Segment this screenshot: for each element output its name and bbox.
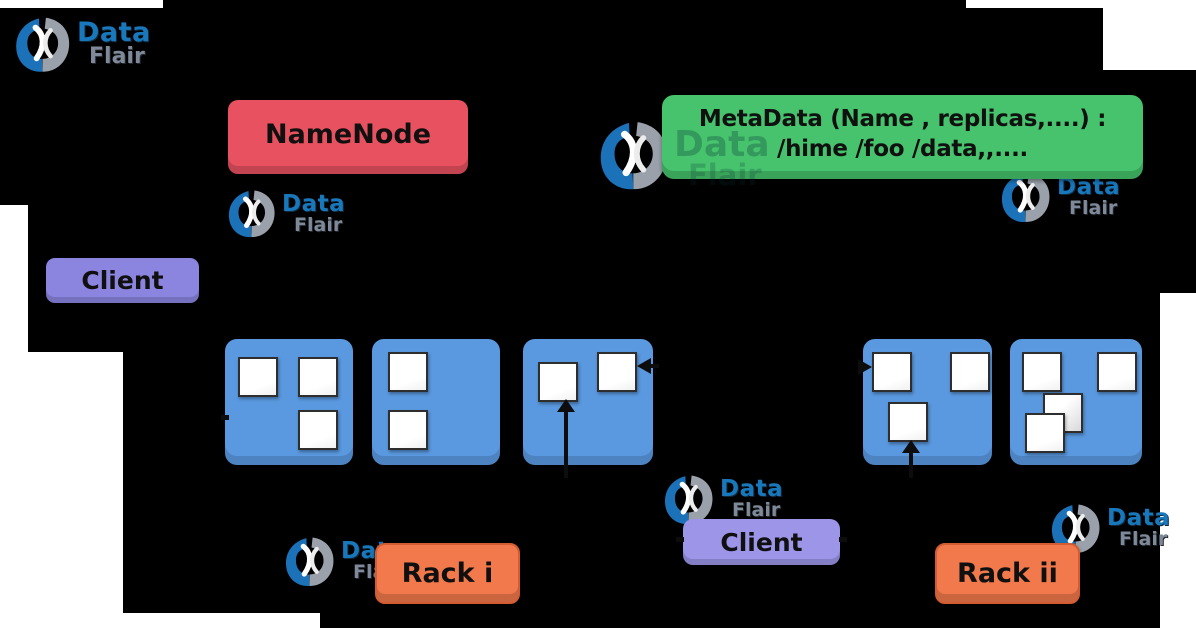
rack-ii-label: Rack ii xyxy=(957,558,1058,589)
dataflair-logo-icon xyxy=(1051,504,1100,554)
background-patch xyxy=(0,613,320,628)
client-box-bottom: Client xyxy=(683,519,840,565)
logo-word-flair: Flair xyxy=(1069,196,1118,219)
logo-word-flair: Flair xyxy=(294,213,343,236)
logo-word-data: Data xyxy=(282,191,346,217)
dataflair-logo-icon xyxy=(228,190,275,238)
dataflair-logo: Data Flair xyxy=(1000,172,1120,224)
data-block xyxy=(950,352,990,392)
dataflair-logo-icon xyxy=(285,537,334,587)
data-block xyxy=(238,357,278,397)
logo-word-data: Data xyxy=(77,17,151,48)
dataflair-logo: Data Flair xyxy=(227,189,345,239)
logo-word-flair: Flair xyxy=(89,44,145,70)
data-block xyxy=(1097,352,1137,392)
data-block xyxy=(1022,352,1062,392)
data-block xyxy=(298,357,338,397)
datanode-box xyxy=(523,339,653,465)
logo-word-flair: Flair xyxy=(732,498,781,521)
rack-i-box: Rack i xyxy=(375,543,520,604)
logo-word-data: Data xyxy=(1107,505,1171,531)
logo-word-data: Data xyxy=(1057,174,1121,200)
data-block xyxy=(298,410,338,450)
arrow-line xyxy=(909,451,913,478)
background-patch xyxy=(0,352,123,613)
datanode-box xyxy=(225,339,353,465)
rack-ii-box: Rack ii xyxy=(935,543,1080,604)
client-bottom-label: Client xyxy=(720,527,803,557)
datanode-box xyxy=(372,339,500,465)
client-box-left: Client xyxy=(46,258,199,303)
dataflair-logo-icon xyxy=(1001,173,1050,223)
dataflair-logo: Data Flair xyxy=(14,16,151,74)
metadata-box: MetaData (Name , replicas,....) : /hime … xyxy=(662,95,1143,179)
arrow-up-icon xyxy=(557,399,575,412)
background-patch xyxy=(1160,293,1196,628)
background-patch xyxy=(0,205,28,355)
namenode-box: NameNode xyxy=(228,100,468,174)
logo-word-data: Data xyxy=(720,476,784,502)
data-block xyxy=(1025,413,1065,453)
logo-word-flair: Flair xyxy=(1119,527,1168,550)
data-block xyxy=(872,352,912,392)
arrow-line xyxy=(651,364,659,368)
dataflair-logo-icon xyxy=(664,475,713,525)
dataflair-logo-icon xyxy=(600,122,667,190)
data-block xyxy=(388,410,428,450)
dataflair-logo-icon xyxy=(16,17,70,72)
metadata-line1: MetaData (Name , replicas,....) : xyxy=(698,106,1107,132)
data-block xyxy=(888,402,928,442)
namenode-label: NameNode xyxy=(264,118,432,150)
connector-dash xyxy=(676,537,684,542)
data-block xyxy=(538,362,578,402)
client-left-label: Client xyxy=(81,266,164,295)
connector-dash xyxy=(839,537,847,542)
data-block xyxy=(597,352,637,392)
arrow-right-icon xyxy=(858,359,872,375)
dataflair-logo: Data Flair xyxy=(663,474,783,526)
connector-dash xyxy=(221,415,229,420)
arrow-up-icon xyxy=(902,440,920,453)
metadata-line2: /hime /foo /data,,.... xyxy=(777,136,1028,162)
rack-i-label: Rack i xyxy=(401,558,494,589)
data-block xyxy=(388,352,428,392)
background-patch xyxy=(1103,0,1196,70)
background-patch xyxy=(0,0,163,8)
arrow-line xyxy=(564,410,568,478)
datanode-box xyxy=(1010,339,1142,465)
arrow-left-icon xyxy=(637,358,651,374)
dataflair-logo: Data Flair xyxy=(1050,503,1170,555)
datanode-box xyxy=(863,339,992,465)
background-patch xyxy=(966,0,1103,8)
